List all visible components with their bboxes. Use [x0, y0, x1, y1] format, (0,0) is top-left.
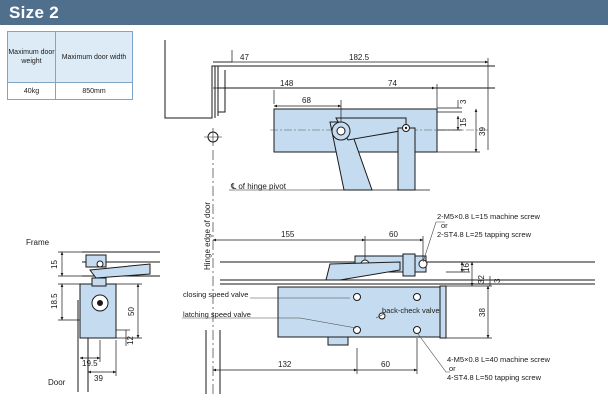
side-dim-39: 39 [94, 374, 103, 383]
section-title: Size 2 [9, 3, 59, 22]
dim-155: 155 [281, 230, 295, 239]
section-header: Size 2 [0, 0, 608, 25]
screw-top-or: or [441, 221, 448, 230]
dim-60-top: 60 [389, 230, 398, 239]
back-check-valve-label: back-check valve [382, 306, 440, 315]
dim-16: 16 [462, 263, 471, 272]
dim-60-bottom: 60 [381, 360, 390, 369]
side-view-pinion [91, 277, 107, 287]
hinge-edge-label: Hinge edge of door [203, 202, 212, 270]
value-max-door-weight: 40kg [7, 82, 56, 100]
top-view: 47 182.5 148 74 68 3 15 39 ℄ of hinge pi… [164, 40, 495, 191]
screw-bottom-line-1: 4-M5×0.8 L=40 machine screw [447, 355, 551, 364]
dim-38: 38 [478, 308, 487, 317]
screw-top-line-2: 2-ST4.8 L=25 tapping screw [437, 230, 532, 239]
screw-bottom-line-2: 4-ST4.8 L=50 tapping screw [447, 373, 542, 382]
front-view-arm-shoe [402, 253, 416, 277]
front-view: 155 60 3 16 32 38 132 60 2-M5×0.8 L=15 m… [182, 212, 595, 394]
side-dim-50: 50 [127, 307, 136, 316]
frame-label: Frame [26, 238, 50, 247]
latching-speed-valve-label: latching speed valve [183, 310, 251, 319]
side-view: Frame Door 15 18.5 50 12 19.5 39 [26, 238, 160, 392]
front-view-pinion [327, 336, 349, 346]
dim-132: 132 [278, 360, 292, 369]
value-max-door-width: 850mm [55, 82, 133, 100]
header-max-door-width: Maximum door width [55, 31, 133, 83]
body-screw-2 [413, 293, 421, 301]
body-screw-4 [413, 326, 421, 334]
dim-74: 74 [388, 79, 397, 88]
dim-3: 3 [459, 99, 468, 104]
dim-15: 15 [459, 118, 468, 127]
door-label: Door [48, 378, 66, 387]
screw-bottom-or: or [449, 364, 456, 373]
side-dim-15: 15 [50, 260, 59, 269]
body-screw-3 [353, 326, 361, 334]
dim-3-front: 3 [493, 278, 502, 283]
front-view-arm [325, 261, 401, 281]
spec-table: Maximum door weight Maximum door width 4… [7, 31, 133, 100]
top-view-arm-link [397, 127, 416, 191]
side-dim-12: 12 [126, 336, 135, 345]
closing-speed-valve-label: closing speed valve [183, 290, 248, 299]
dim-68: 68 [302, 96, 311, 105]
body-screw-1 [353, 293, 361, 301]
dim-39: 39 [478, 127, 487, 136]
dim-148: 148 [280, 79, 294, 88]
side-view-arm [89, 263, 151, 279]
side-view-valve-inner [97, 300, 103, 306]
side-view-screw [96, 260, 104, 268]
front-view-body-end [439, 285, 447, 339]
screw-top-line-1: 2-M5×0.8 L=15 machine screw [437, 212, 541, 221]
side-dim-19-5: 19.5 [82, 359, 98, 368]
top-view-pivot-inner [336, 126, 346, 136]
hinge-pivot-label: ℄ of hinge pivot [230, 182, 287, 191]
top-view-screw-2 [404, 126, 408, 130]
side-dim-18-5: 18.5 [50, 293, 59, 309]
dim-32: 32 [477, 275, 486, 284]
dim-47: 47 [240, 53, 249, 62]
dim-182-5: 182.5 [349, 53, 370, 62]
